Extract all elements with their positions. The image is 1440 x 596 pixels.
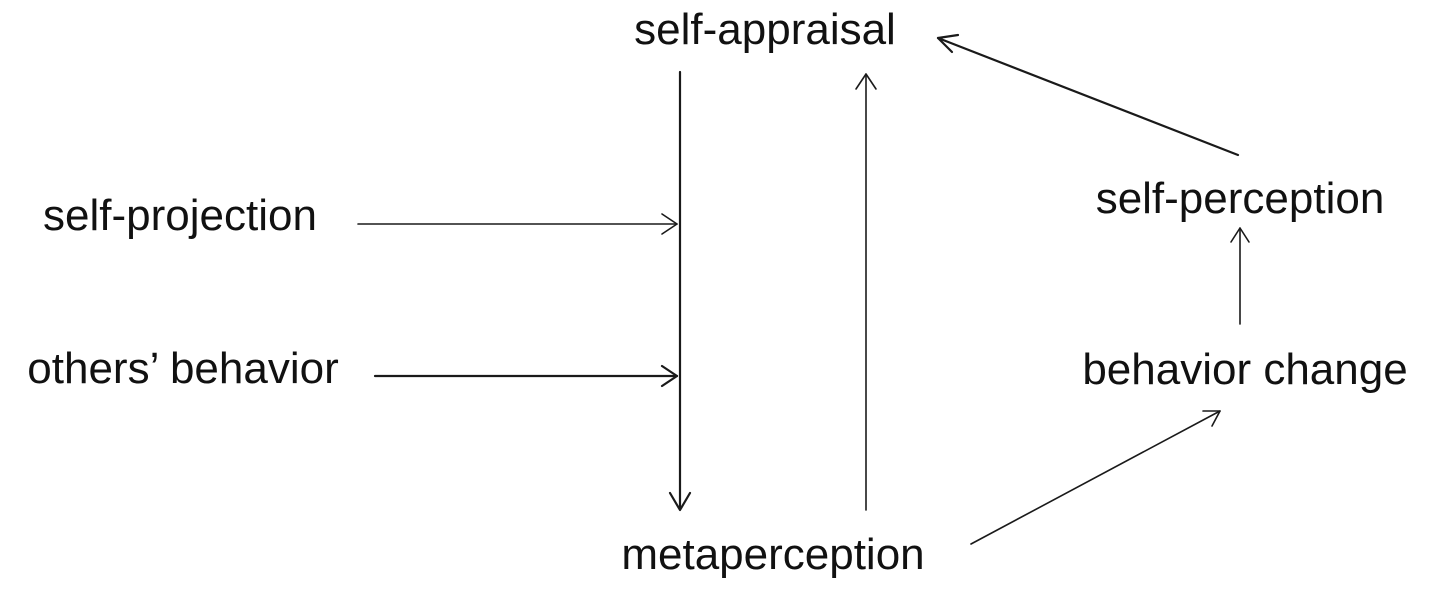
edge-self-perception-to-self-appraisal-arrow — [936, 33, 1240, 157]
node-metaperception: metaperception — [621, 530, 924, 579]
node-self-projection: self-projection — [43, 191, 317, 240]
edge-metaperception-to-self-appraisal-arrow — [855, 73, 877, 511]
node-behavior-change: behavior change — [1082, 345, 1407, 394]
edge-self-projection-arrow — [357, 213, 678, 235]
edge-behavior-change-to-self-perception-arrow — [1230, 227, 1250, 325]
edge-others-behavior-arrow — [373, 364, 679, 388]
edge-metaperception-to-behavior-change-arrow — [970, 410, 1221, 545]
node-others-behavior: others’ behavior — [27, 344, 338, 393]
edge-to-metaperception — [668, 70, 692, 512]
node-self-appraisal: self-appraisal — [634, 5, 896, 54]
node-self-perception: self-perception — [1096, 174, 1385, 223]
